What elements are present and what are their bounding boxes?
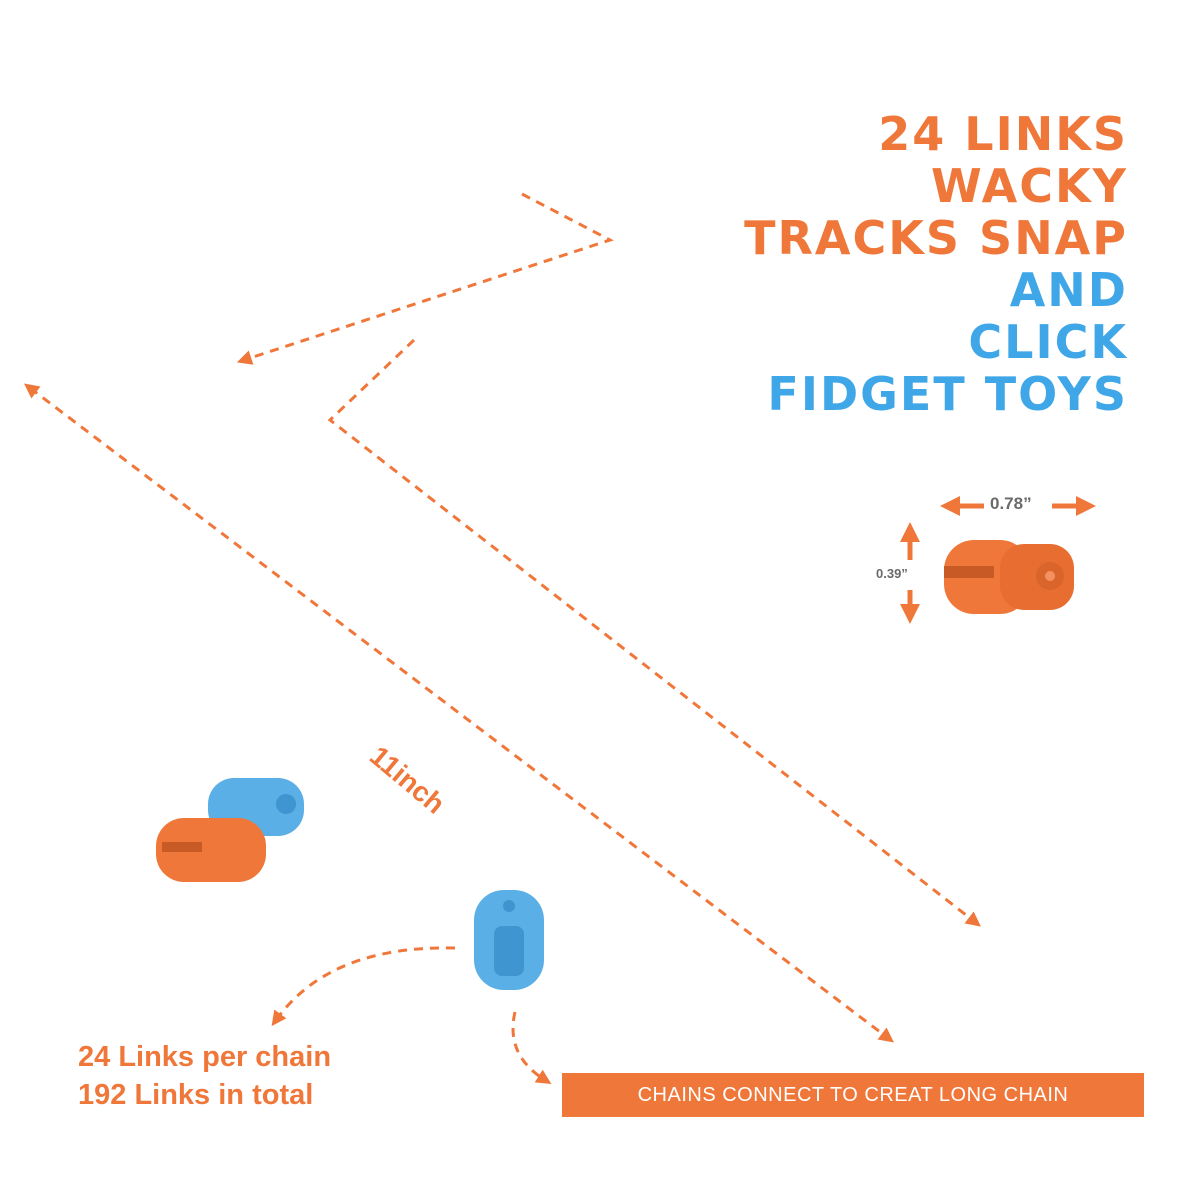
- height-label: 0.39”: [876, 566, 908, 581]
- banner-background: [562, 1073, 1144, 1117]
- dashed-arrow-icon: [327, 338, 981, 927]
- headline-line-3: TRACKS SNAP: [744, 211, 1128, 265]
- dashed-arrow-icon: [236, 192, 614, 365]
- headline-line-6: FIDGET TOYS: [767, 367, 1128, 421]
- chain-link-icon: [156, 778, 304, 882]
- links-info: 24 Links per chain 192 Links in total: [78, 1038, 331, 1114]
- headline: 24 LINKS WACKY TRACKS SNAP AND CLICK FID…: [608, 108, 1128, 420]
- dashed-arrow-icon: [271, 946, 456, 1027]
- dashed-arrow-icon: [511, 1011, 552, 1084]
- headline-line-1: 24 LINKS: [878, 107, 1128, 161]
- headline-line-2: WACKY: [931, 159, 1128, 213]
- banner: CHAINS CONNECT TO CREAT LONG CHAIN: [637, 1083, 1069, 1106]
- headline-line-5: CLICK: [968, 315, 1128, 369]
- chain-link-icon: [474, 890, 544, 990]
- dashed-arrow-icon: [24, 383, 894, 1043]
- links-total: 192 Links in total: [78, 1079, 314, 1111]
- width-label: 0.78”: [990, 494, 1032, 513]
- chain-link-icon: [944, 540, 1074, 614]
- headline-line-4: AND: [1009, 263, 1128, 317]
- dimension-arrows: [900, 496, 1096, 624]
- links-per-chain: 24 Links per chain: [78, 1041, 332, 1073]
- guide-arrows: [24, 192, 981, 1084]
